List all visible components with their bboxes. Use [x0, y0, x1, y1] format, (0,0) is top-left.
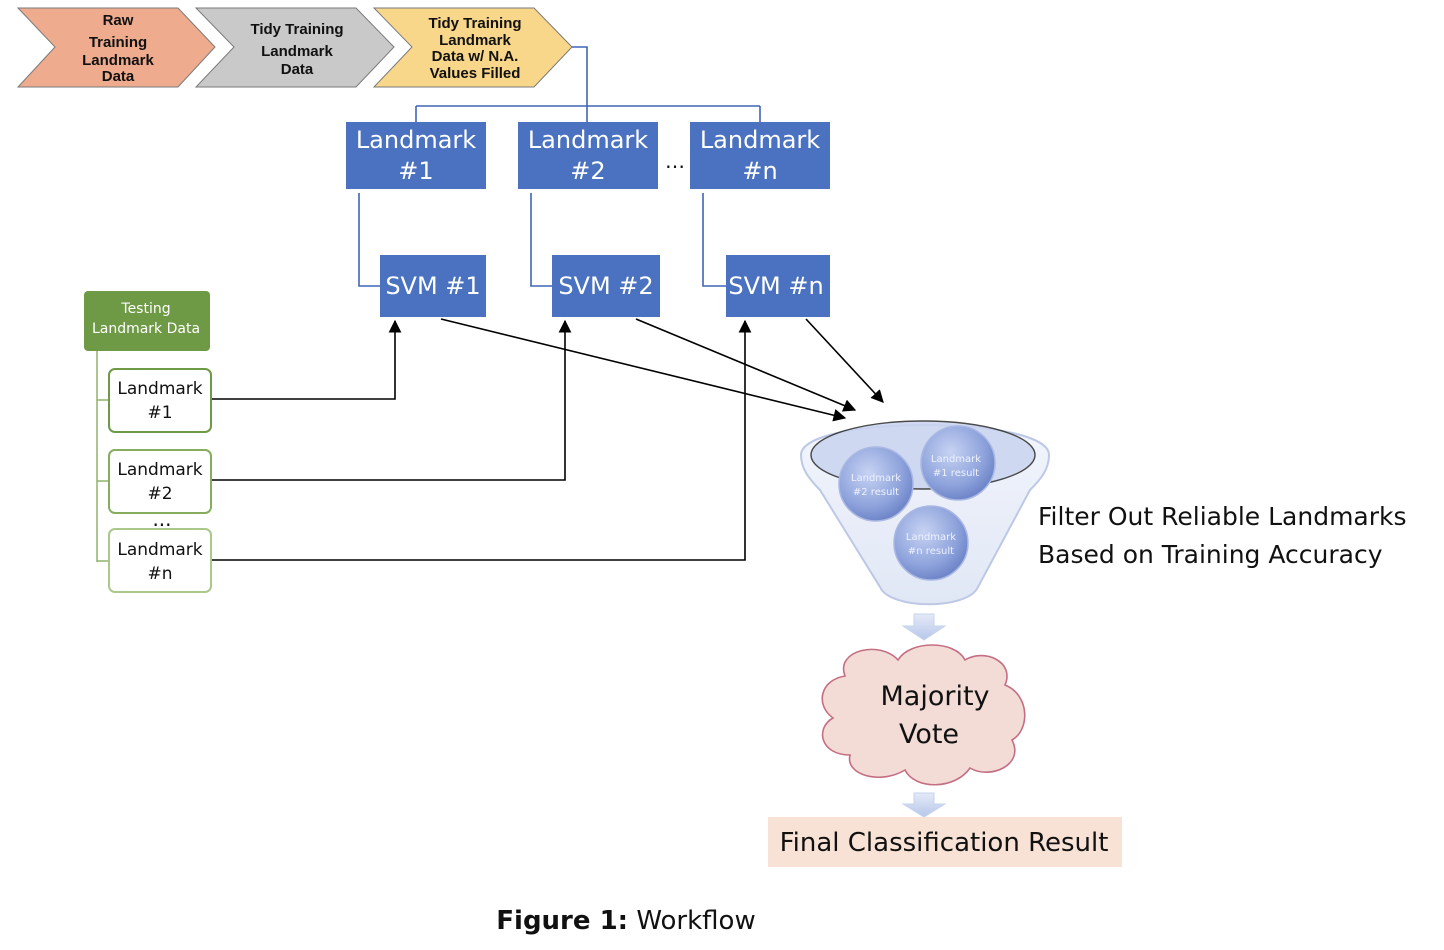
testing-data-header: Testing Landmark Data [84, 291, 210, 351]
vote-line2: Vote [899, 719, 959, 750]
testing-landmark-1-line2: #1 [147, 403, 172, 423]
funnel: Landmark #2 result Landmark #1 result La… [799, 420, 1051, 606]
training-landmark-2-line1: Landmark [528, 126, 648, 154]
testing-landmark-n: Landmark #n [108, 528, 212, 593]
svm-box-n-label: SVM #n [728, 272, 823, 300]
landmark-svm-connectors [358, 193, 726, 287]
testing-landmark-2-line2: #2 [147, 484, 172, 504]
funnel-ball-n: Landmark #n result [893, 505, 969, 581]
caption-bold: Figure 1: [496, 906, 629, 936]
filter-label-line1: Filter Out Reliable Landmarks [1038, 502, 1407, 531]
pipeline-step-raw: Raw Training Landmark Data [16, 7, 216, 88]
svm-box-n: SVM #n [726, 255, 830, 317]
pipeline-raw-line2: Training [89, 34, 147, 51]
training-connector-tree [415, 46, 761, 122]
testing-landmark-n-line2: #n [147, 564, 172, 584]
caption-text: Workflow [628, 906, 756, 936]
testing-header-line2: Landmark Data [92, 321, 200, 337]
testing-landmark-n-line1: Landmark [117, 540, 202, 560]
svm-to-funnel-arrows [440, 318, 884, 422]
final-result-box: Final Classification Result [768, 817, 1122, 867]
funnel-ball-1: Landmark #1 result [920, 425, 996, 501]
funnel-ball-n-line1: Landmark [906, 532, 956, 543]
testing-landmark-2-line1: Landmark [117, 460, 202, 480]
funnel-ball-n-line2: #n result [908, 546, 954, 557]
training-landmark-n-line2: #n [742, 157, 777, 185]
testing-landmark-1-line1: Landmark [117, 379, 202, 399]
funnel-ball-1-line2: #1 result [933, 468, 979, 479]
vote-line1: Majority [880, 681, 989, 712]
training-landmark-1-line1: Landmark [356, 126, 476, 154]
svm-box-2: SVM #2 [552, 255, 660, 317]
down-arrow-to-final [901, 792, 947, 818]
pipeline-filled-line4: Values Filled [430, 65, 521, 82]
testing-to-svm-arrows [212, 319, 752, 561]
final-result-label: Final Classification Result [780, 828, 1109, 858]
pipeline-filled-line1: Tidy Training [428, 15, 521, 32]
funnel-ball-2-line2: #2 result [853, 487, 899, 498]
majority-vote-cloud: Majority Vote [821, 644, 1026, 786]
training-landmark-n: Landmark #n [690, 122, 830, 189]
testing-landmark-1: Landmark #1 [108, 368, 212, 433]
filter-label-line2: Based on Training Accuracy [1038, 540, 1383, 569]
down-arrow-to-vote [901, 613, 947, 641]
pipeline-filled-line3: Data w/ N.A. [432, 48, 519, 65]
svm-box-1-label: SVM #1 [385, 272, 480, 300]
pipeline-step-tidy: Tidy Training Landmark Data [194, 7, 395, 88]
training-landmark-2: Landmark #2 [518, 122, 658, 189]
testing-tree-connector [96, 351, 109, 562]
testing-landmark-2: Landmark #2 [108, 449, 212, 514]
funnel-ball-2: Landmark #2 result [838, 446, 914, 522]
pipeline-tidy-line3: Data [281, 61, 314, 78]
pipeline-raw-line4: Data [102, 68, 135, 85]
svm-box-1: SVM #1 [380, 255, 486, 317]
pipeline-step-filled: Tidy Training Landmark Data w/ N.A. Valu… [372, 7, 573, 88]
pipeline-tidy-line2: Landmark [261, 43, 333, 60]
training-landmark-1: Landmark #1 [346, 122, 486, 189]
testing-header-line1: Testing [120, 301, 170, 317]
funnel-ball-1-line1: Landmark [931, 454, 981, 465]
training-landmark-1-line2: #1 [398, 157, 433, 185]
pipeline-raw-line3: Landmark [82, 52, 154, 69]
pipeline-raw-line1: Raw [103, 12, 134, 29]
pipeline-filled-line2: Landmark [439, 32, 511, 49]
training-landmark-n-line1: Landmark [700, 126, 820, 154]
figure-caption: Figure 1: Workflow [0, 906, 1252, 936]
svm-box-2-label: SVM #2 [558, 272, 653, 300]
training-ellipsis: … [665, 149, 685, 173]
training-landmark-2-line2: #2 [570, 157, 605, 185]
pipeline-tidy-line1: Tidy Training [250, 21, 343, 38]
funnel-ball-2-line1: Landmark [851, 473, 901, 484]
testing-ellipsis: ... [152, 507, 171, 531]
